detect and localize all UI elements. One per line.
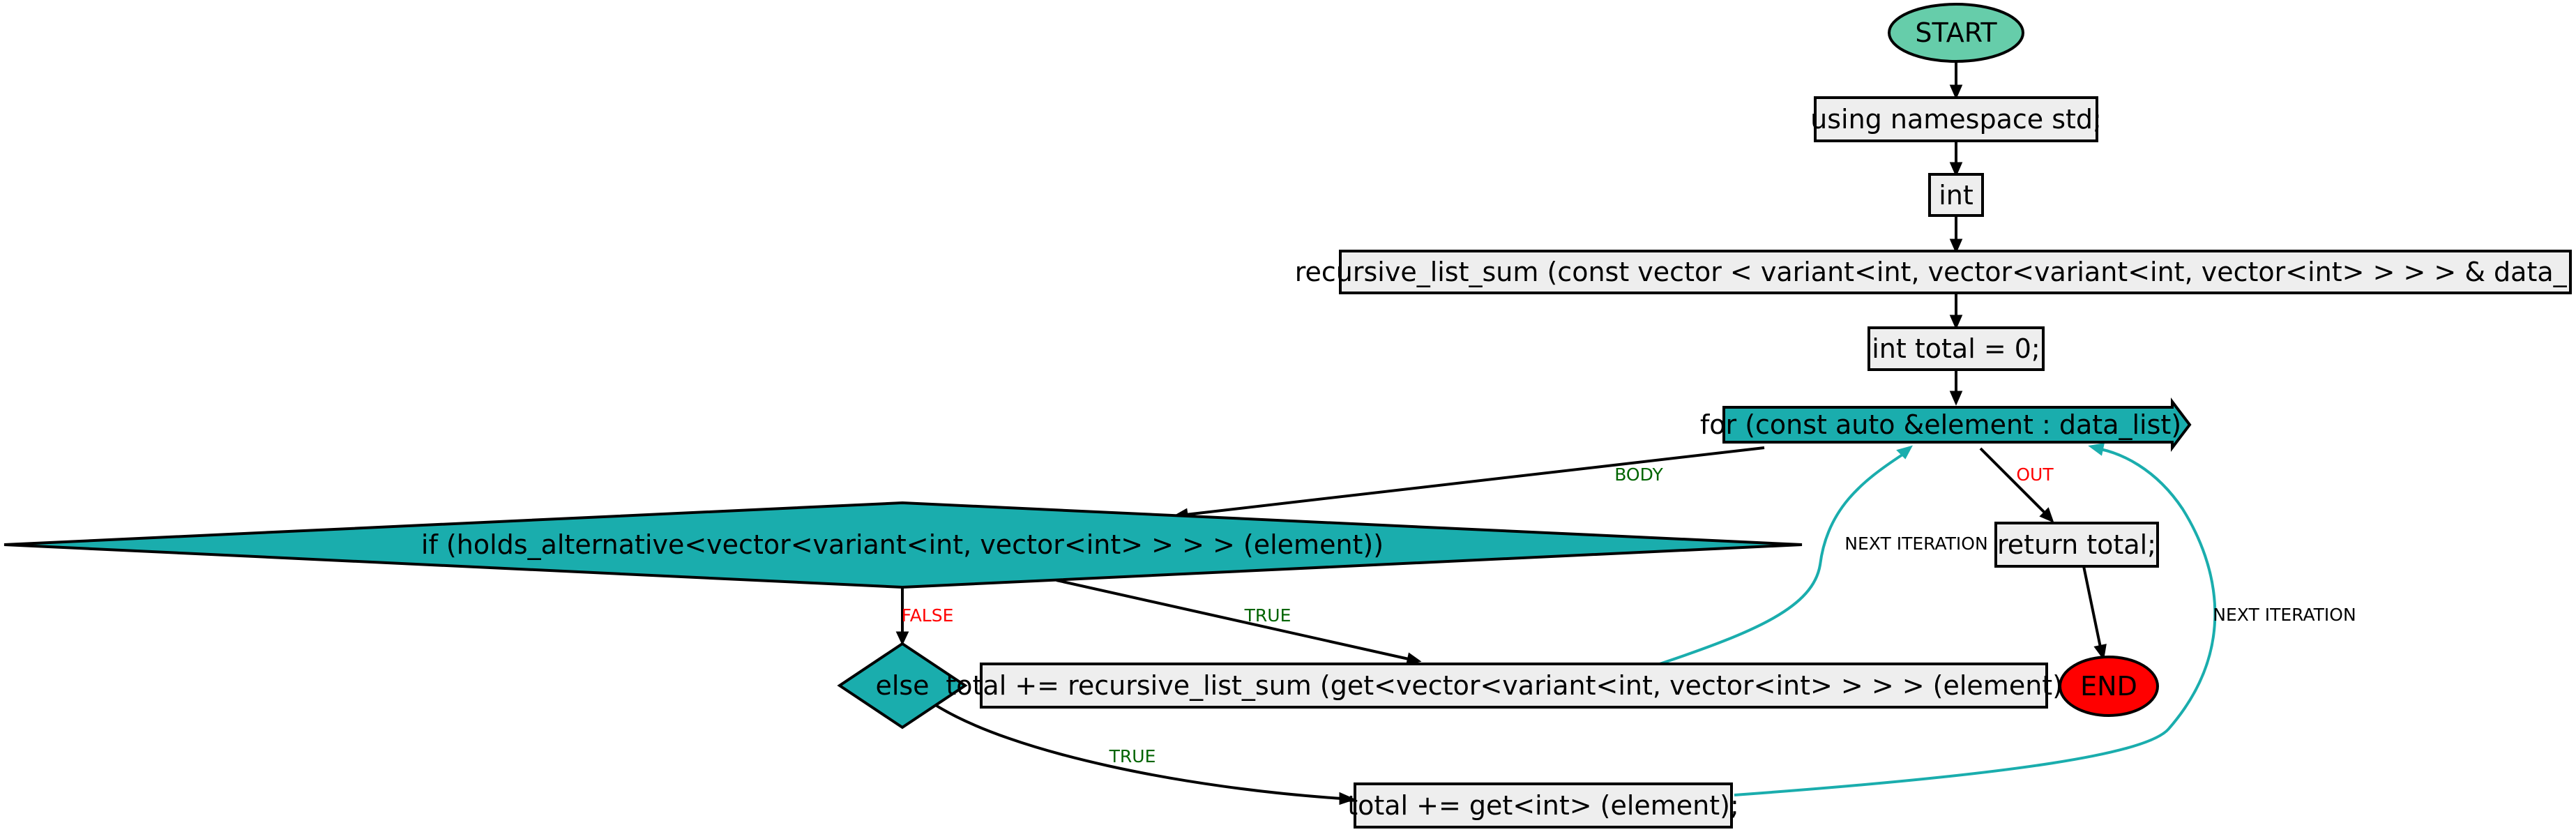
return-total-label: return total; <box>1997 529 2156 560</box>
arrowhead <box>1949 162 1963 177</box>
edge-label-if-true: TRUE <box>1244 605 1291 626</box>
return-type-node[interactable]: int <box>1928 173 1984 217</box>
function-signature-node[interactable]: recursive_list_sum (const vector < varia… <box>1295 250 2576 294</box>
arrowhead <box>1896 445 1913 460</box>
recursive-add-node[interactable]: total += recursive_list_sum (get<vector<… <box>946 663 2082 709</box>
edge-label-next-iteration: NEXT ITERATION <box>1844 534 1987 554</box>
end-ellipse <box>2059 656 2159 717</box>
for-loop-shape <box>1722 398 2192 452</box>
for-loop-label: for (const auto &element : data_list) <box>1700 409 2181 440</box>
edge-for-to-if-body <box>1185 446 1765 516</box>
edge-recursive-add-to-for-loop <box>1659 453 1904 665</box>
else-node[interactable]: else <box>837 642 968 729</box>
arrowhead <box>2093 644 2107 660</box>
statement-box <box>1867 326 2045 371</box>
return-type-label: int <box>1939 180 1973 211</box>
init-total-label: int total = 0; <box>1872 333 2040 364</box>
edge-else-to-int-add-true <box>933 703 1342 800</box>
statement-box <box>1339 250 2572 294</box>
start-node[interactable]: START <box>1888 3 2024 63</box>
edge-if-to-recursive-add-true <box>1056 579 1409 660</box>
arrowhead <box>895 631 909 646</box>
arrowhead <box>1949 239 1963 254</box>
statement-box <box>1928 173 1984 217</box>
edge-labels: BODY OUT TRUE FALSE TRUE NEXT ITERATION … <box>902 464 2356 766</box>
using-namespace-label: using namespace std; <box>1810 104 2102 135</box>
end-node[interactable]: END <box>2059 656 2159 717</box>
arrowhead <box>2039 507 2054 523</box>
decision-diamond <box>837 642 968 729</box>
nodes: START using namespace std; int recursive… <box>3 3 2576 829</box>
if-condition-node[interactable]: if (holds_alternative<vector<variant<int… <box>3 501 1803 589</box>
arrowhead <box>1949 84 1963 100</box>
edge-for-to-return-out <box>1979 447 2046 514</box>
edges <box>895 62 2217 805</box>
edge-label-out: OUT <box>2016 464 2054 485</box>
start-label: START <box>1915 17 1997 48</box>
end-label: END <box>2080 671 2137 702</box>
recursive-add-label: total += recursive_list_sum (get<vector<… <box>946 670 2082 701</box>
edge-label-else-true: TRUE <box>1109 746 1156 766</box>
arrowhead <box>2088 443 2105 456</box>
int-add-label: total += get<int> (element); <box>1347 790 1739 821</box>
arrowhead <box>1406 652 1422 666</box>
edge-return-to-end <box>2082 566 2102 648</box>
else-label: else <box>875 670 929 701</box>
arrowhead <box>1339 792 1356 805</box>
edge-label-next-iteration: NEXT ITERATION <box>2213 605 2356 625</box>
using-namespace-node[interactable]: using namespace std; <box>1810 96 2102 142</box>
statement-box <box>1994 522 2159 568</box>
arrowhead <box>1949 391 1963 406</box>
edge-int-add-to-for-loop <box>1734 448 2217 796</box>
arrowhead <box>1949 315 1963 330</box>
edge-label-body: BODY <box>1614 464 1663 485</box>
for-loop-node[interactable]: for (const auto &element : data_list) <box>1700 398 2192 452</box>
decision-diamond <box>3 501 1803 589</box>
if-condition-label: if (holds_alternative<vector<variant<int… <box>421 529 1384 560</box>
statement-box <box>980 663 2048 709</box>
start-ellipse <box>1888 3 2024 63</box>
edge-label-if-false: FALSE <box>902 605 954 626</box>
function-signature-label: recursive_list_sum (const vector < varia… <box>1295 257 2576 287</box>
return-total-node[interactable]: return total; <box>1994 522 2159 568</box>
statement-box <box>1354 782 1733 829</box>
int-add-node[interactable]: total += get<int> (element); <box>1347 782 1739 829</box>
statement-box <box>1814 96 2098 142</box>
init-total-node[interactable]: int total = 0; <box>1867 326 2045 371</box>
